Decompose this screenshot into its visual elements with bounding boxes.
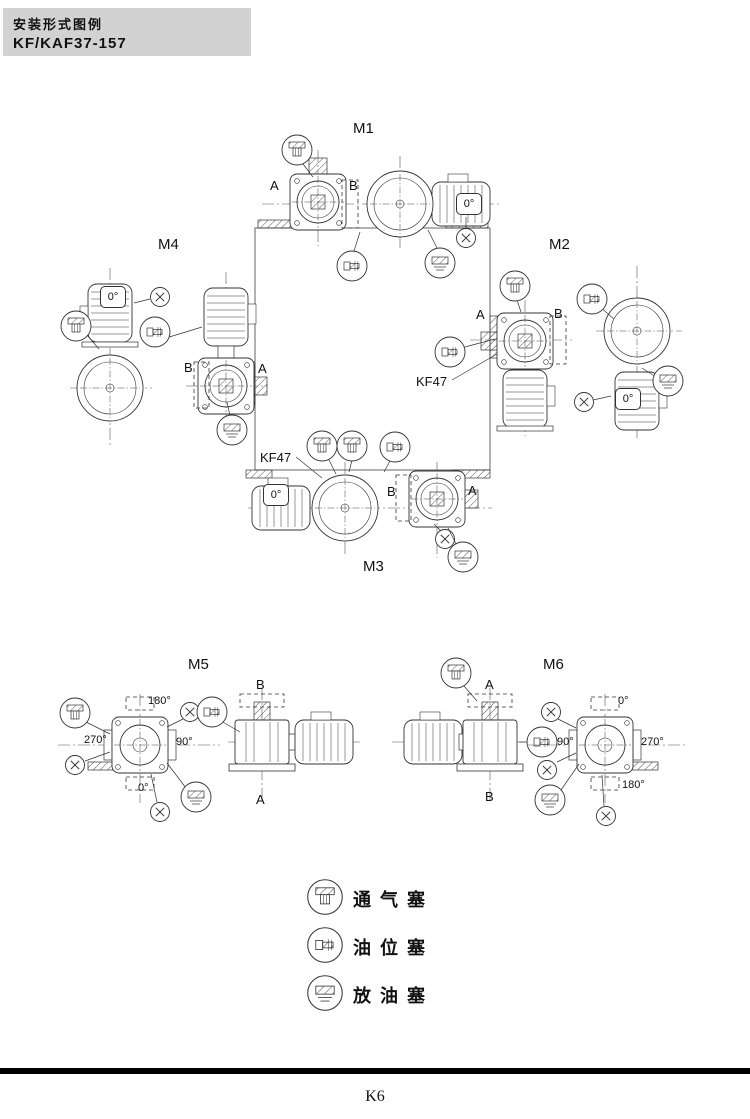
angle-label-180: 180° <box>622 779 645 791</box>
section-letter-a: A <box>270 178 279 193</box>
m1-assembly-drawing <box>262 134 500 282</box>
angle-label-90: 90° <box>557 736 574 748</box>
legend-icons <box>307 879 343 1011</box>
label-m5: M5 <box>188 656 209 673</box>
vent-plug-icon <box>440 657 472 689</box>
angle-label-270: 270° <box>641 736 664 748</box>
angle-indicator-0: 0° <box>456 193 482 215</box>
x-mark-icon <box>596 806 616 826</box>
legend-item-vent-plug: 通气塞 <box>353 890 434 910</box>
x-mark-icon <box>65 755 85 775</box>
label-m2: M2 <box>549 236 570 253</box>
oil-level-plug-icon <box>434 336 466 368</box>
section-letter-b: B <box>387 484 396 499</box>
oil-drain-plug-icon <box>652 365 684 397</box>
x-mark-icon <box>435 529 455 549</box>
m5-assembly-drawing <box>58 688 362 822</box>
oil-drain-plug-icon <box>216 414 248 446</box>
x-mark-icon <box>456 228 476 248</box>
section-letter-a: A <box>258 361 267 376</box>
oil-level-plug-icon <box>196 696 228 728</box>
x-mark-icon <box>150 802 170 822</box>
label-m6: M6 <box>543 656 564 673</box>
m3-assembly-drawing <box>248 430 492 573</box>
section-letter-b: B <box>349 178 358 193</box>
section-letter-a: A <box>468 483 477 498</box>
m2-assembly-drawing <box>434 266 684 440</box>
vent-plug-icon <box>499 270 531 302</box>
section-letter-b: B <box>485 789 494 804</box>
oil-drain-plug-icon <box>424 247 456 279</box>
section-letter-a: A <box>485 677 494 692</box>
vent-plug-icon <box>60 310 92 342</box>
label-kf47: KF47 <box>260 450 292 465</box>
vent-plug-icon <box>281 134 313 166</box>
x-mark-icon <box>150 287 170 307</box>
label-m3: M3 <box>363 558 384 575</box>
oil-level-plug-icon <box>526 726 558 758</box>
x-mark-icon <box>541 702 561 722</box>
section-letter-a: A <box>476 307 485 322</box>
footer-rule <box>0 1068 750 1074</box>
vent-plug-icon <box>336 430 368 462</box>
page-number: K6 <box>365 1088 385 1105</box>
oil-level-plug-icon <box>336 250 368 282</box>
oil-level-plug-icon <box>379 431 411 463</box>
label-kf47: KF47 <box>416 374 448 389</box>
legend-item-oil-level-plug: 油位塞 <box>353 938 434 958</box>
section-letter-b: B <box>554 306 563 321</box>
m6-assembly-drawing <box>392 657 688 826</box>
oil-drain-plug-icon <box>447 541 479 573</box>
x-mark-icon <box>574 392 594 412</box>
angle-indicator-0: 0° <box>615 388 641 410</box>
section-letter-b: B <box>184 360 193 375</box>
angle-label-0: 0° <box>618 695 629 707</box>
oil-level-plug-icon <box>307 927 343 963</box>
x-mark-icon <box>537 760 557 780</box>
oil-drain-plug-icon <box>307 975 343 1011</box>
header-model: KF/KAF37-157 <box>13 35 127 52</box>
section-letter-a: A <box>256 792 265 807</box>
oil-drain-plug-icon <box>534 784 566 816</box>
header-box: 安装形式图例 KF/KAF37-157 <box>3 8 251 56</box>
legend-item-oil-drain-plug: 放油塞 <box>353 986 434 1006</box>
oil-drain-plug-icon <box>180 781 212 813</box>
vent-plug-icon <box>306 430 338 462</box>
angle-label-90: 90° <box>176 736 193 748</box>
angle-label-0: 0° <box>138 782 149 794</box>
label-m1: M1 <box>353 120 374 137</box>
angle-label-180: 180° <box>148 695 171 707</box>
header-title: 安装形式图例 <box>13 17 104 32</box>
vent-plug-icon <box>59 697 91 729</box>
oil-level-plug-icon <box>576 283 608 315</box>
angle-indicator-0: 0° <box>263 484 289 506</box>
angle-indicator-0: 0° <box>100 286 126 308</box>
label-m4: M4 <box>158 236 179 253</box>
section-letter-b: B <box>256 677 265 692</box>
oil-level-plug-icon <box>139 316 171 348</box>
vent-plug-icon <box>307 879 343 915</box>
m4-assembly-drawing <box>60 268 268 446</box>
angle-label-270: 270° <box>84 734 107 746</box>
